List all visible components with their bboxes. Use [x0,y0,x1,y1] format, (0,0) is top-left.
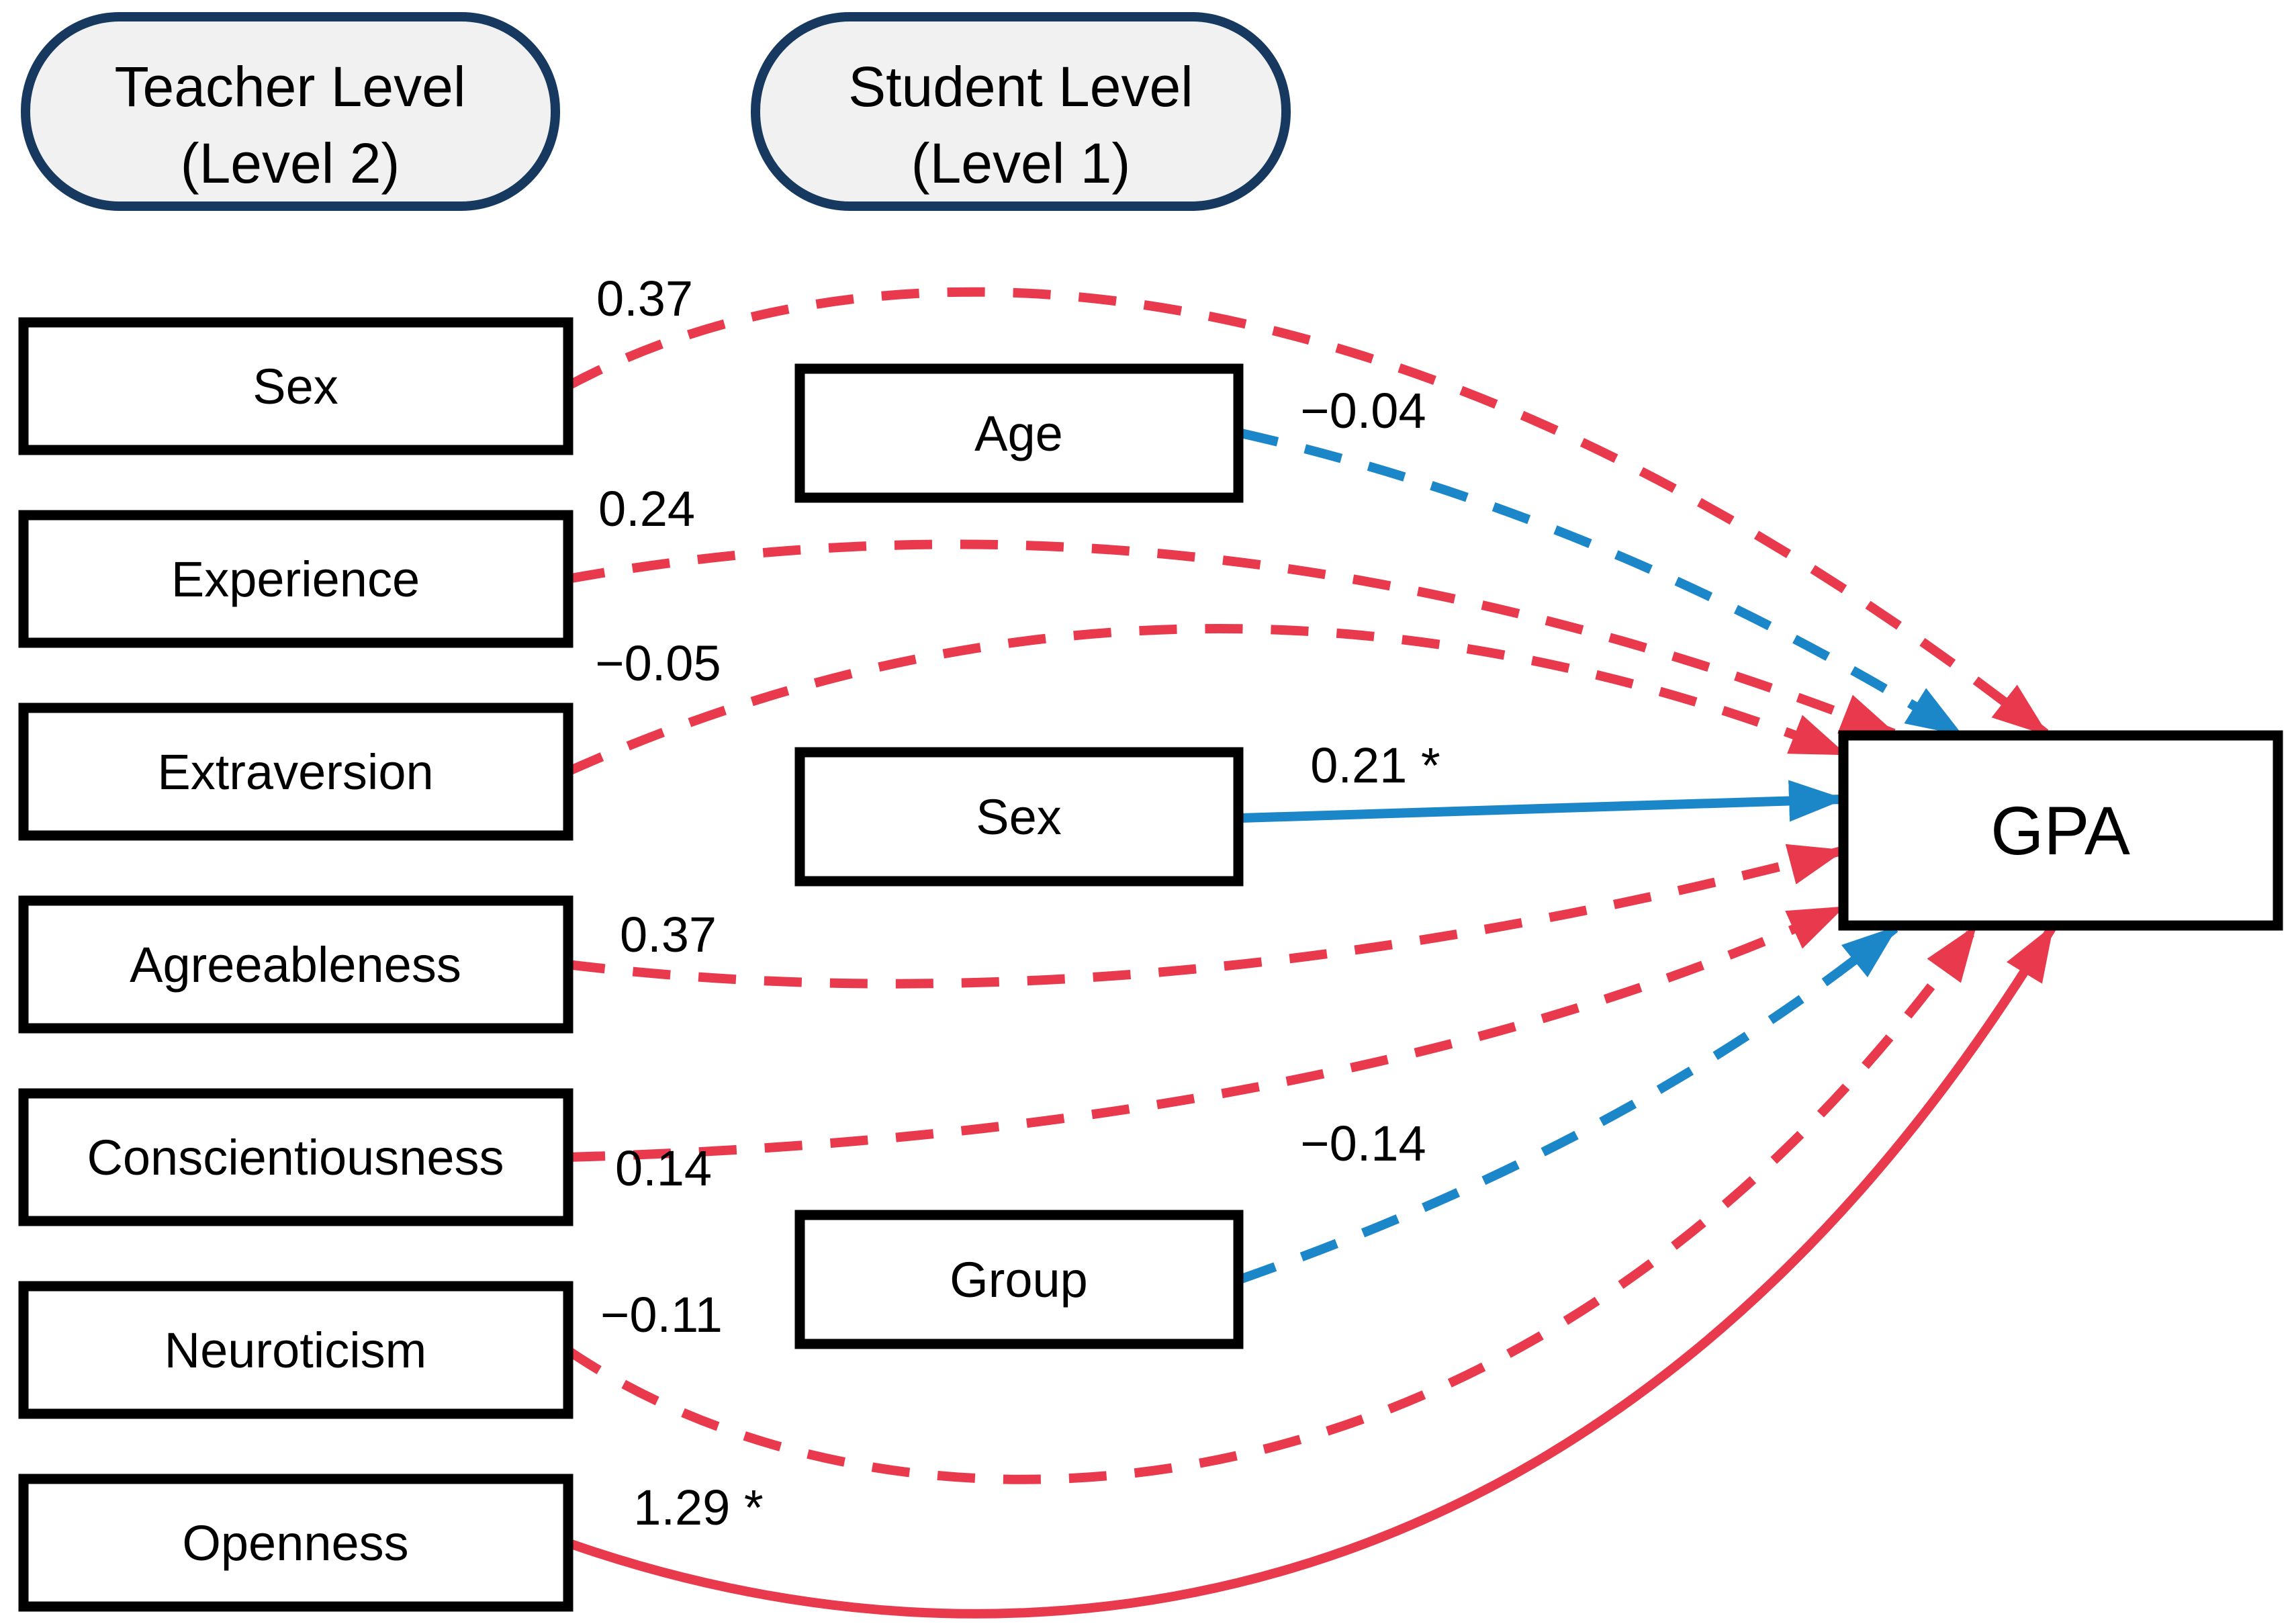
path-teacher-experience-to-gpa [566,539,1898,738]
header-student-level [751,12,1291,211]
node-student-age-label: Age [974,406,1063,461]
coef-teacher-neuroticism: −0.11 [600,1287,723,1343]
node-teacher-neuroticism [18,1281,574,1419]
path-student-age-to-gpa [1240,428,1964,737]
coef-teacher-sex: 0.37 [596,271,693,326]
coef-teacher-openness: 1.29 * [633,1480,763,1535]
node-outcome-gpa [1838,730,2283,931]
node-teacher-conscientiousness [18,1088,574,1226]
node-teacher-sex-label: Sex [253,359,338,414]
header-student-level-line1: Student Level [848,55,1193,118]
header-teacher-level [21,12,560,211]
node-teacher-sex [18,317,574,455]
coef-teacher-agreeableness: 0.37 [620,907,717,962]
coef-teacher-experience: 0.24 [598,481,695,537]
header-teacher-level-line1: Teacher Level [115,55,466,118]
node-student-sex [794,747,1244,887]
coef-teacher-conscientiousness: 0.14 [615,1140,712,1196]
path-student-group-to-gpa [1238,924,1898,1284]
path-teacher-openness-to-gpa [565,924,2056,1619]
path-teacher-neuroticism-to-gpa [565,925,1978,1484]
path-teacher-extraversion-to-gpa [565,624,1847,776]
coef-student-sex: 0.21 * [1310,737,1440,793]
node-student-sex-label: Sex [976,789,1062,845]
path-teacher-agreeableness-to-gpa [567,844,1845,989]
node-teacher-neuroticism-label: Neuroticism [165,1322,427,1378]
node-teacher-openness-label: Openness [182,1515,408,1571]
node-teacher-openness [18,1474,574,1612]
node-student-group [794,1210,1244,1349]
node-teacher-extraversion-label: Extraversion [157,744,433,800]
path-teacher-sex-to-gpa [565,287,2049,737]
coef-teacher-extraversion: −0.05 [595,635,721,691]
node-teacher-experience [18,510,574,648]
node-teacher-experience-label: Experience [171,551,420,607]
path-teacher-conscientiousness-to-gpa [567,903,1845,1162]
path-student-sex-to-gpa [1240,780,1845,823]
node-teacher-agreeableness [18,895,574,1034]
coef-student-age: −0.04 [1300,383,1426,439]
header-teacher-level-line2: (Level 2) [181,132,400,195]
coef-student-group: −0.14 [1300,1116,1426,1171]
node-teacher-conscientiousness-label: Conscientiousness [87,1130,504,1185]
node-teacher-extraversion [18,703,574,841]
node-student-group-label: Group [950,1252,1088,1308]
node-outcome-gpa-label: GPA [1990,793,2130,869]
header-student-level-line2: (Level 1) [911,132,1131,195]
node-student-age [794,363,1244,503]
node-teacher-agreeableness-label: Agreeableness [130,937,461,993]
